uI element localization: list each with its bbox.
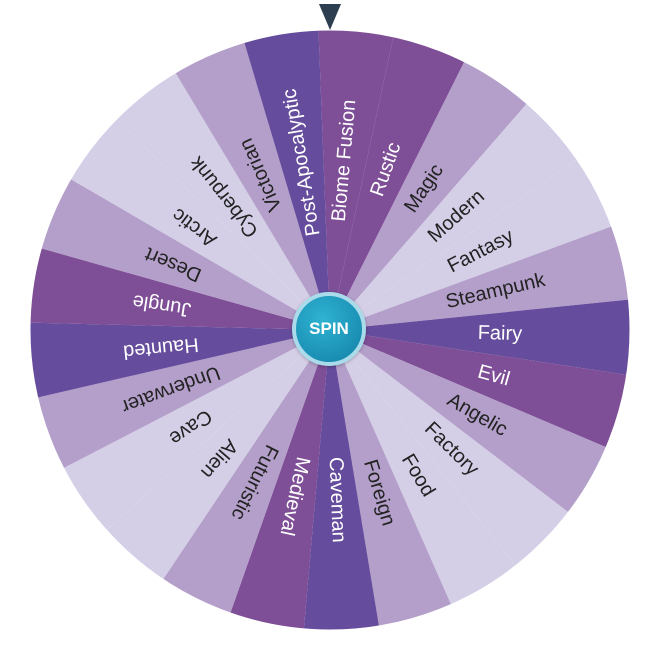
spin-button[interactable]: SPIN bbox=[292, 292, 366, 366]
wheel-segment bbox=[63, 330, 330, 530]
wheel-segment bbox=[330, 330, 607, 513]
wheel-segment bbox=[330, 299, 630, 375]
wheel-segment bbox=[116, 72, 330, 330]
wheel-segment bbox=[106, 330, 330, 580]
wheel-segment bbox=[41, 179, 330, 330]
triangle-down-icon bbox=[319, 4, 341, 30]
wheel-segment bbox=[330, 226, 629, 330]
wheel-segment bbox=[318, 29, 394, 330]
wheel-segment-label: Fairy bbox=[477, 322, 522, 345]
wheel-segment bbox=[303, 330, 379, 631]
wheel-segment-label: Caveman bbox=[325, 457, 350, 543]
wheel-segment bbox=[330, 159, 612, 330]
wheel-segment bbox=[244, 30, 330, 330]
wheel-segment bbox=[163, 330, 330, 613]
wheel-segment bbox=[330, 330, 569, 566]
wheel-segment bbox=[37, 330, 330, 469]
wheel-segment bbox=[330, 36, 465, 330]
wheel-segment bbox=[175, 42, 330, 330]
wheel-rim bbox=[29, 29, 631, 631]
wheel-segment bbox=[330, 330, 516, 605]
wheel-segment bbox=[30, 248, 331, 330]
wheel-segments bbox=[29, 29, 631, 631]
wheel-segment bbox=[330, 61, 527, 330]
wheel-segment bbox=[330, 330, 627, 448]
wheel-segment bbox=[30, 322, 330, 398]
wheel-segment bbox=[330, 103, 577, 330]
wheel-segment bbox=[330, 330, 452, 626]
wheel-segment bbox=[70, 119, 330, 330]
wheel-segment bbox=[230, 330, 330, 629]
